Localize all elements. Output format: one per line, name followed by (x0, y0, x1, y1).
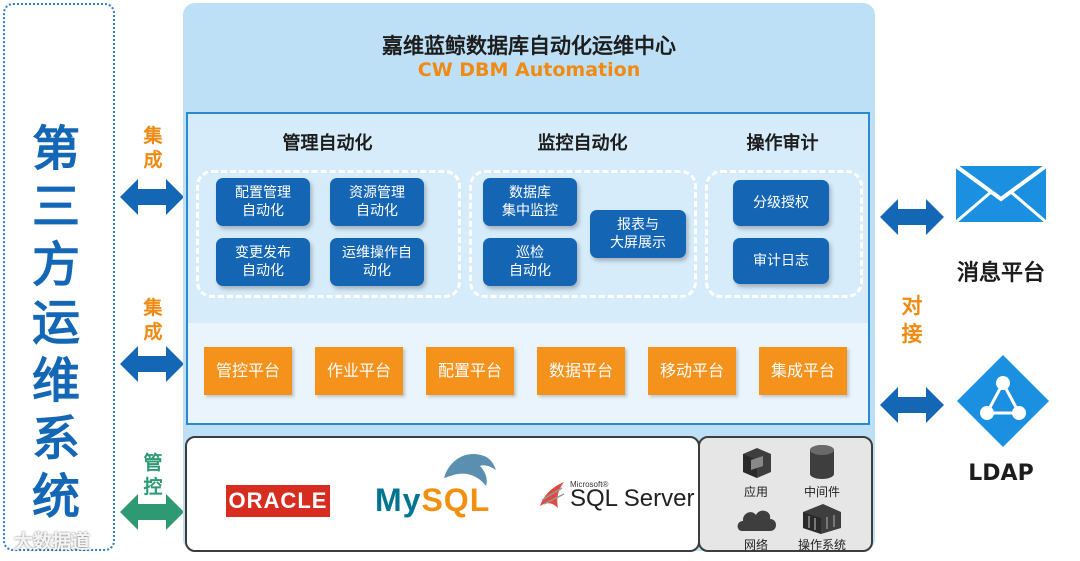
connector-label-integrate-middle: 集成 (143, 297, 163, 343)
envelope-icon (954, 164, 1048, 227)
infra-label-network: 网络 (743, 538, 768, 552)
change-release-button[interactable]: 变更发布 自动化 (216, 238, 310, 286)
double-arrow-icon (880, 385, 944, 425)
ldap-network-icon (955, 353, 1051, 453)
ops-automation-button[interactable]: 运维操作自 动化 (330, 238, 424, 286)
section-title-monitoring: 监控自动化 (537, 133, 628, 154)
middleware-icon (807, 444, 837, 484)
double-arrow-icon (880, 197, 944, 237)
infrastructure-box (698, 436, 873, 552)
db-monitoring-button[interactable]: 数据库 集中监控 (483, 178, 577, 226)
section-title-management: 管理自动化 (282, 133, 373, 154)
main-title: 嘉维蓝鲸数据库自动化运维中心 (382, 34, 676, 58)
section-title-audit: 操作审计 (746, 133, 819, 154)
third-party-system-box (3, 3, 115, 551)
cloud-network-icon (734, 503, 778, 539)
grade-authorization-button[interactable]: 分级授权 (733, 180, 829, 226)
inspection-automation-button[interactable]: 巡检 自动化 (483, 238, 577, 286)
monitoring-group (469, 170, 697, 298)
double-arrow-icon (120, 344, 184, 384)
message-platform-label: 消息平台 (956, 261, 1045, 286)
infra-label-os: 操作系统 (797, 538, 846, 552)
oracle-logo: ORACLE (226, 485, 330, 517)
management-group (196, 170, 461, 298)
platform-job-button[interactable]: 作业平台 (315, 347, 403, 395)
platform-config-button[interactable]: 配置平台 (426, 347, 514, 395)
platform-integration-button[interactable]: 集成平台 (759, 347, 847, 395)
third-party-system-title: 第三方运维系统 (31, 121, 80, 525)
connector-label-integrate-top: 集成 (143, 125, 163, 171)
audit-group (705, 170, 863, 298)
audit-log-button[interactable]: 审计日志 (733, 238, 829, 284)
microsoft-label: Microsoft® (570, 480, 609, 489)
infra-label-app: 应用 (743, 485, 768, 499)
sqlserver-logo-icon (536, 478, 568, 514)
infra-label-middleware: 中间件 (803, 485, 840, 499)
os-icon (801, 502, 843, 540)
mysql-logo: MySQL (375, 482, 490, 519)
mysql-dolphin-icon (440, 448, 500, 492)
platform-data-button[interactable]: 数据平台 (537, 347, 625, 395)
connector-label-control: 管控 (143, 452, 163, 498)
platform-mobile-button[interactable]: 移动平台 (648, 347, 736, 395)
double-arrow-icon (120, 492, 184, 532)
platform-strip (188, 323, 868, 423)
app-icon (739, 446, 773, 484)
sqlserver-logo-text: SQL Server (570, 485, 695, 512)
config-management-button[interactable]: 配置管理 自动化 (216, 178, 310, 226)
report-dashboard-button[interactable]: 报表与 大屏展示 (590, 210, 686, 258)
platform-control-button[interactable]: 管控平台 (204, 347, 292, 395)
mysql-sql-text: SQL (421, 482, 491, 518)
connector-label-connect: 对接 (901, 294, 923, 346)
ldap-label: LDAP (968, 461, 1034, 486)
mysql-my-text: My (375, 482, 422, 518)
resource-management-button[interactable]: 资源管理 自动化 (330, 178, 424, 226)
main-subtitle: CW DBM Automation (417, 59, 641, 81)
double-arrow-icon (120, 177, 184, 217)
watermark: 大数据道 (14, 531, 91, 553)
